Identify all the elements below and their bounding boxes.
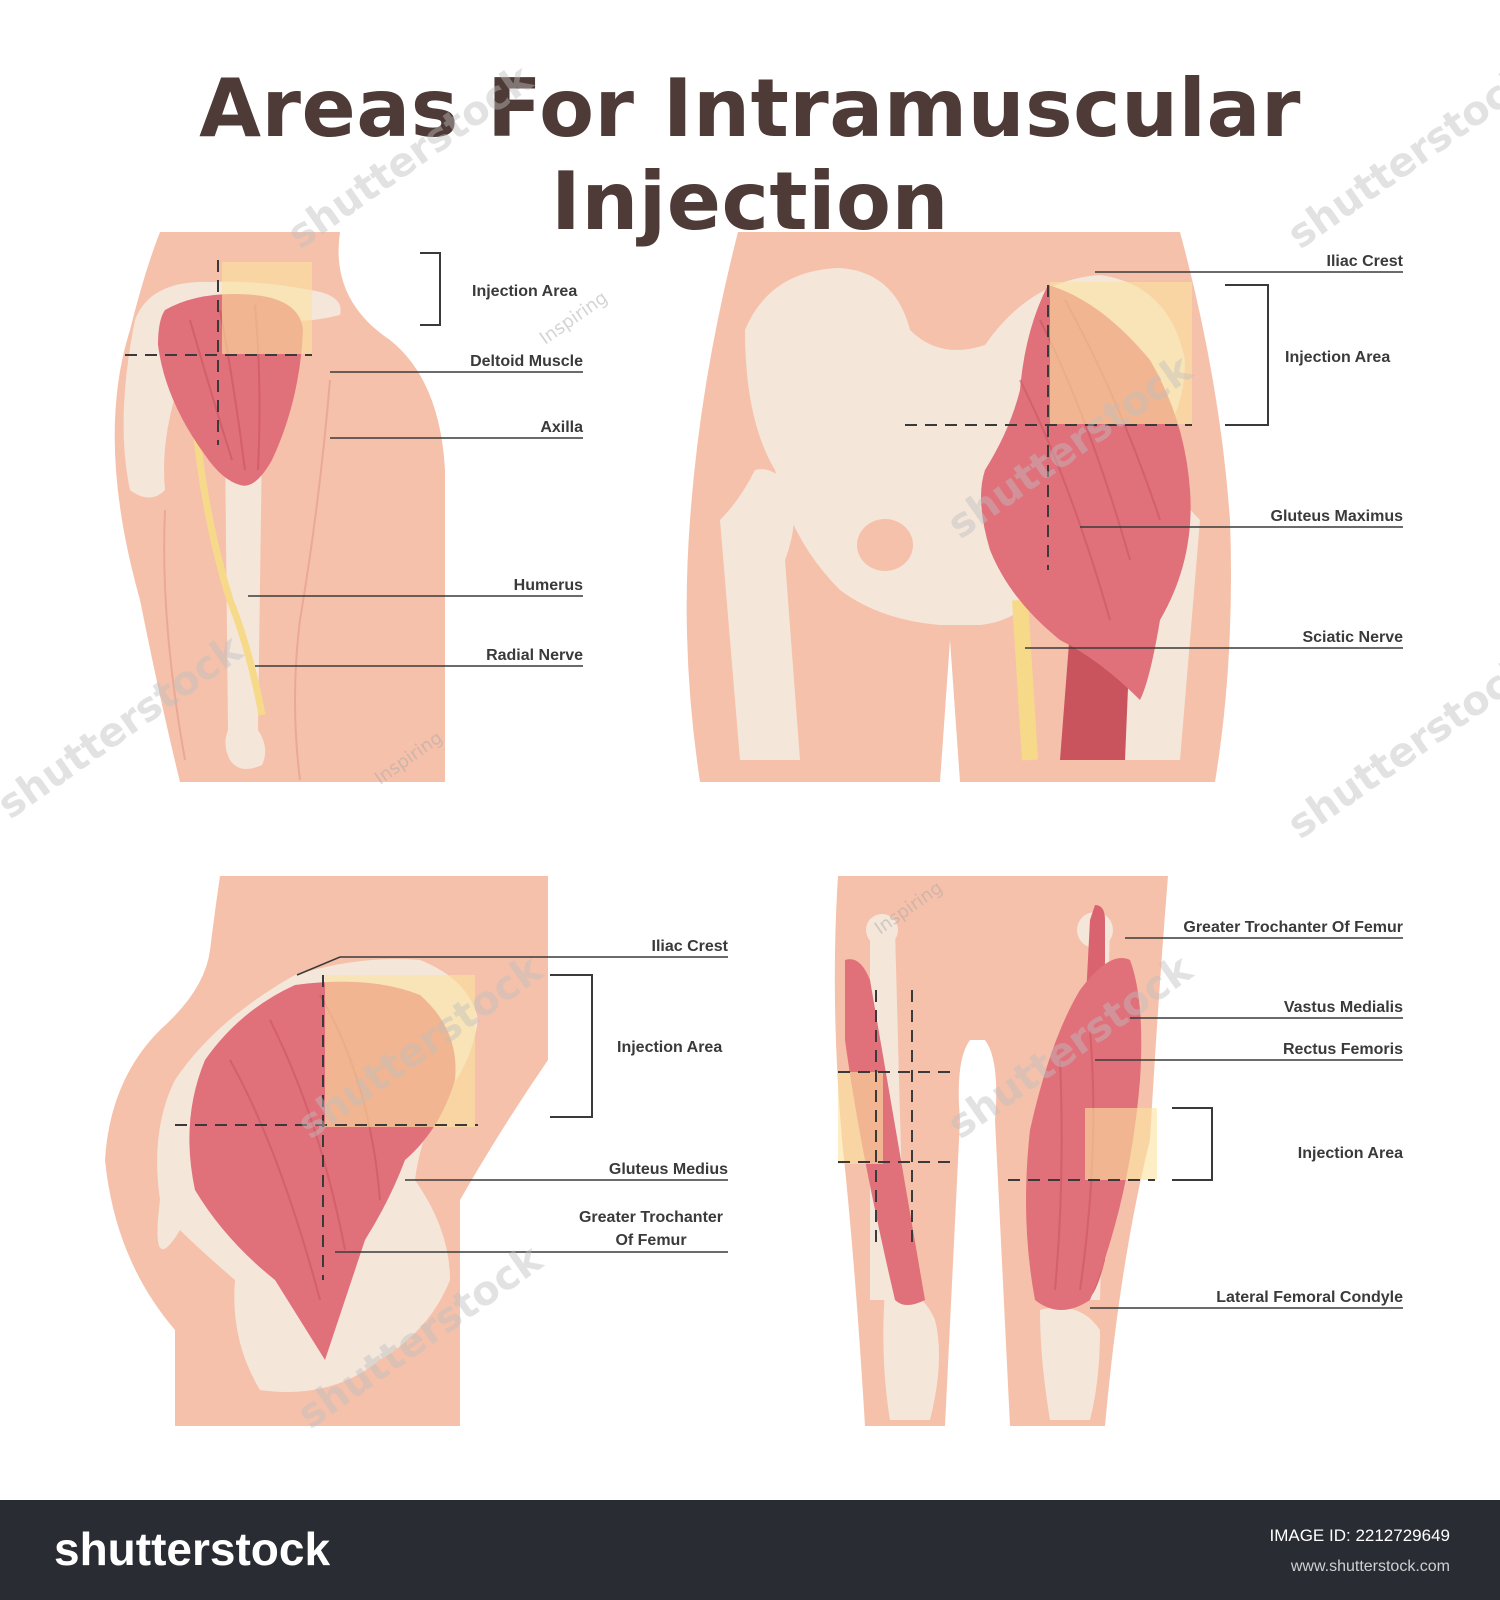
label-rectus-femoris: Rectus Femoris <box>1283 1041 1403 1058</box>
label-greater-trochanter-ventrogluteal-line1: Greater Trochanter <box>579 1209 723 1226</box>
footer-brand-logo[interactable]: shutterstock <box>54 1523 331 1575</box>
dorsogluteal-injection-area <box>1050 282 1192 424</box>
left-femur-bone <box>720 469 800 760</box>
label-greater-trochanter-thigh: Greater Trochanter Of Femur <box>1183 919 1403 936</box>
footer-bar: shutterstock IMAGE ID: 2212729649 www.sh… <box>0 1500 1500 1600</box>
deltoid-injection-area <box>222 262 312 354</box>
label-deltoid-muscle: Deltoid Muscle <box>470 353 583 370</box>
radial-nerve-shape <box>191 419 266 716</box>
panel-vastus-lateralis: Greater Trochanter Of Femur Vastus Media… <box>834 876 1403 1426</box>
right-knee-bone <box>1040 1307 1100 1420</box>
watermark-stock-2: shutterstock <box>1279 55 1500 258</box>
anatomy-illustration: Injection Area Deltoid Muscle Axilla Hum… <box>0 55 1500 1438</box>
label-iliac-crest-dorsogluteal: Iliac Crest <box>1327 253 1404 270</box>
left-knee-bone <box>883 1289 939 1420</box>
label-injection-area-ventrogluteal: Injection Area <box>617 1039 722 1056</box>
label-gluteus-maximus: Gluteus Maximus <box>1271 508 1404 525</box>
label-radial-nerve: Radial Nerve <box>486 647 583 664</box>
footer-image-id: IMAGE ID: 2212729649 <box>1269 1526 1450 1545</box>
watermark-stock-1: shutterstock <box>279 55 541 258</box>
label-gluteus-medius: Gluteus Medius <box>609 1161 728 1178</box>
thigh-injection-area-right <box>1085 1108 1157 1180</box>
footer-site-link[interactable]: www.shutterstock.com <box>1290 1558 1450 1575</box>
watermark-stock-5: shutterstock <box>1279 645 1500 848</box>
ventrogluteal-injection-area <box>325 975 475 1127</box>
label-injection-area-deltoid: Injection Area <box>472 283 577 300</box>
sciatic-nerve-shape <box>1012 599 1038 761</box>
label-sciatic-nerve: Sciatic Nerve <box>1302 629 1403 646</box>
label-axilla: Axilla <box>540 419 583 436</box>
label-lateral-femoral-condyle: Lateral Femoral Condyle <box>1216 1289 1403 1306</box>
panel-ventrogluteal: Iliac Crest Injection Area Gluteus Mediu… <box>105 876 729 1426</box>
label-injection-area-dorsogluteal: Injection Area <box>1285 349 1390 366</box>
panel-dorsogluteal: Iliac Crest Injection Area Gluteus Maxim… <box>686 232 1404 782</box>
label-greater-trochanter-ventrogluteal-line2: Of Femur <box>615 1232 686 1249</box>
panel-deltoid: Injection Area Deltoid Muscle Axilla Hum… <box>114 232 583 782</box>
label-iliac-crest-ventrogluteal: Iliac Crest <box>652 938 729 955</box>
page-title: Areas For Intramuscular Injection <box>199 62 1301 248</box>
label-injection-area-thigh: Injection Area <box>1298 1145 1403 1162</box>
label-vastus-medialis: Vastus Medialis <box>1284 999 1403 1016</box>
left-vastus-muscle <box>845 959 925 1305</box>
vastus-medialis-shape <box>1026 958 1142 1310</box>
label-humerus: Humerus <box>514 577 583 594</box>
